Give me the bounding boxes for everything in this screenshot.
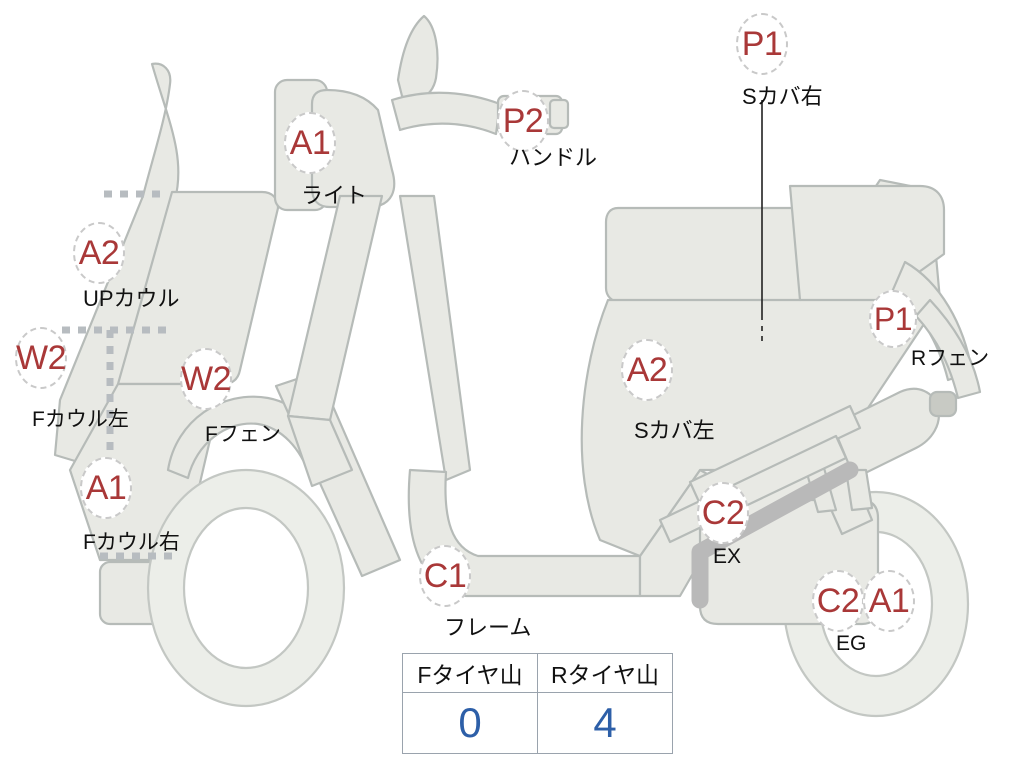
marker-badge-a2-up-cowl[interactable]: A2: [73, 222, 125, 284]
marker-code: A2: [78, 234, 120, 272]
marker-badge-c2-engine[interactable]: C2: [812, 570, 864, 632]
table-header-front-tyre: Fタイヤ山: [402, 653, 538, 693]
lower-triple-clamp: [286, 414, 354, 488]
marker-label-front-cowl-left: Fカウル左: [32, 408, 129, 431]
steering-tube: [286, 194, 384, 422]
marker-code: A1: [289, 124, 331, 162]
marker-code: P2: [502, 102, 544, 140]
marker-label-rear-fender: Rフェン: [911, 347, 990, 370]
rear-fender-tip: [914, 298, 982, 400]
tire-tread-table: Fタイヤ山 Rタイヤ山 0 4: [402, 653, 673, 754]
marker-label-up-cowl: UPカウル: [83, 286, 180, 311]
marker-badge-w2-front-cowl-left[interactable]: W2: [15, 327, 67, 389]
front-tyre-inner: [182, 506, 310, 670]
marker-label-front-fender: Fフェン: [205, 423, 281, 446]
table-header-row: Fタイヤ山 Rタイヤ山: [402, 653, 673, 693]
muffler-tip: [928, 390, 958, 418]
marker-badge-w2-front-fender[interactable]: W2: [180, 348, 232, 410]
marker-label-front-cowl-right: Fカウル右: [83, 531, 180, 554]
marker-badge-a1-front-cowl-right[interactable]: A1: [80, 457, 132, 519]
marker-label-frame: フレーム: [444, 615, 532, 640]
mirror-shape: [396, 14, 439, 101]
marker-badge-c1-frame[interactable]: C1: [419, 545, 471, 607]
marker-label-scover-right: Sカバ右: [742, 84, 823, 109]
marker-code: C2: [816, 582, 860, 620]
frame-down-tube: [398, 194, 472, 482]
marker-code: P1: [741, 25, 783, 63]
marker-badge-a1-engine[interactable]: A1: [863, 570, 915, 632]
marker-label-light: ライト: [301, 183, 368, 208]
marker-badge-p2-handle[interactable]: P2: [497, 90, 549, 152]
marker-label-scover-left: Sカバ左: [634, 418, 715, 443]
marker-badge-a2-scover-left[interactable]: A2: [621, 339, 673, 401]
marker-label-handle: ハンドル: [509, 145, 598, 170]
marker-badge-p1-rear-fender[interactable]: P1: [869, 290, 917, 348]
marker-badge-c2-exhaust[interactable]: C2: [697, 482, 749, 544]
table-value-front-tyre: 0: [402, 692, 538, 754]
marker-code: A2: [626, 351, 668, 389]
marker-code: P1: [873, 301, 913, 337]
marker-code: C1: [423, 557, 467, 595]
marker-code: A1: [85, 469, 127, 507]
seat-shape: [604, 206, 808, 304]
marker-code: C2: [701, 494, 745, 532]
marker-badge-a1-light[interactable]: A1: [284, 112, 336, 174]
table-header-rear-tyre: Rタイヤ山: [537, 653, 673, 693]
table-row: 0 4: [402, 692, 673, 754]
table-value-rear-tyre: 4: [537, 692, 673, 754]
marker-code: A1: [868, 582, 910, 620]
handlebar-arm: [390, 91, 502, 136]
exhaust-pipe: [691, 461, 859, 609]
marker-code: W2: [16, 339, 67, 377]
marker-label-exhaust: EX: [713, 545, 742, 568]
marker-label-engine: EG: [836, 632, 867, 655]
engine-link-b: [844, 468, 874, 512]
marker-code: W2: [181, 360, 232, 398]
marker-badge-p1-scover-right[interactable]: P1: [736, 13, 788, 75]
handlebar-end-cap: [548, 98, 570, 130]
footrest-bar-upper: [688, 404, 862, 506]
